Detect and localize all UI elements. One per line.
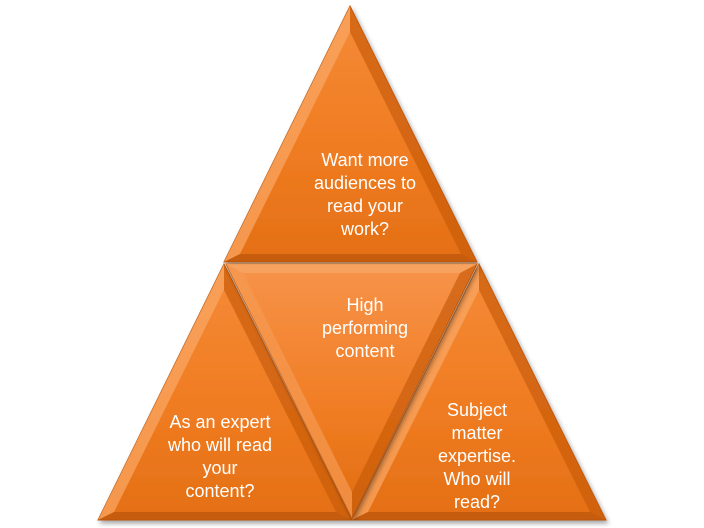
center-triangle-label: High performing content [321,295,409,361]
top-triangle [223,4,478,263]
top-triangle-label: Want more audiences to read your work? [313,150,417,239]
left-triangle-label: As an expert who will read your content? [167,412,273,501]
center-triangle [225,263,478,520]
right-triangle [351,262,607,521]
right-triangle-label: Subject matter expertise. Who will read? [437,400,517,512]
left-triangle [97,262,353,521]
